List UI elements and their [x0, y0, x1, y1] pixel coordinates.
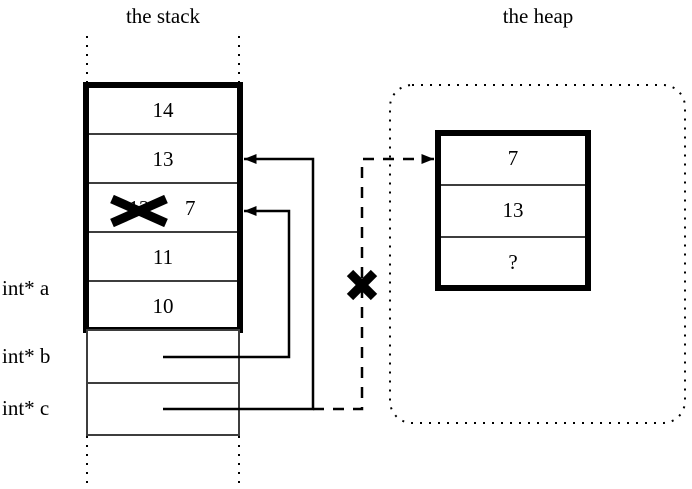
stack-cell-value: 10	[152, 294, 174, 318]
heap-region-boundary	[389, 84, 686, 424]
stack-cell-value: 14	[152, 98, 174, 122]
pointer-c-connector	[163, 154, 315, 411]
stack-cell-value-struck: 12	[128, 196, 150, 220]
stack-cell-value: 11	[152, 245, 174, 269]
stack-frame-dividers	[89, 133, 237, 282]
value-struck-x-icon	[110, 194, 168, 228]
stack-cell-value: 13	[152, 147, 174, 171]
pointer-c-heap-link-dashed	[313, 154, 434, 411]
stack-pointer-cells	[86, 329, 240, 436]
pointer-label-b: int* b	[2, 344, 51, 368]
stack-cell-replacement-value: 7	[185, 196, 196, 220]
heap-cell-value: 7	[507, 146, 519, 170]
heap-cell-value: ?	[508, 250, 518, 274]
heap-block	[435, 130, 591, 291]
pointer-label-c: int* c	[2, 396, 50, 420]
pointer-b-connector	[163, 206, 291, 359]
stack-frame	[83, 82, 243, 333]
heap-cell-value: 13	[502, 198, 524, 222]
pointer-label-a: int* a	[2, 276, 50, 300]
link-severed-x-icon	[346, 269, 378, 301]
heap-block-dividers	[441, 184, 585, 238]
stack-heading: the stack	[125, 4, 201, 28]
heap-heading: the heap	[502, 4, 574, 28]
